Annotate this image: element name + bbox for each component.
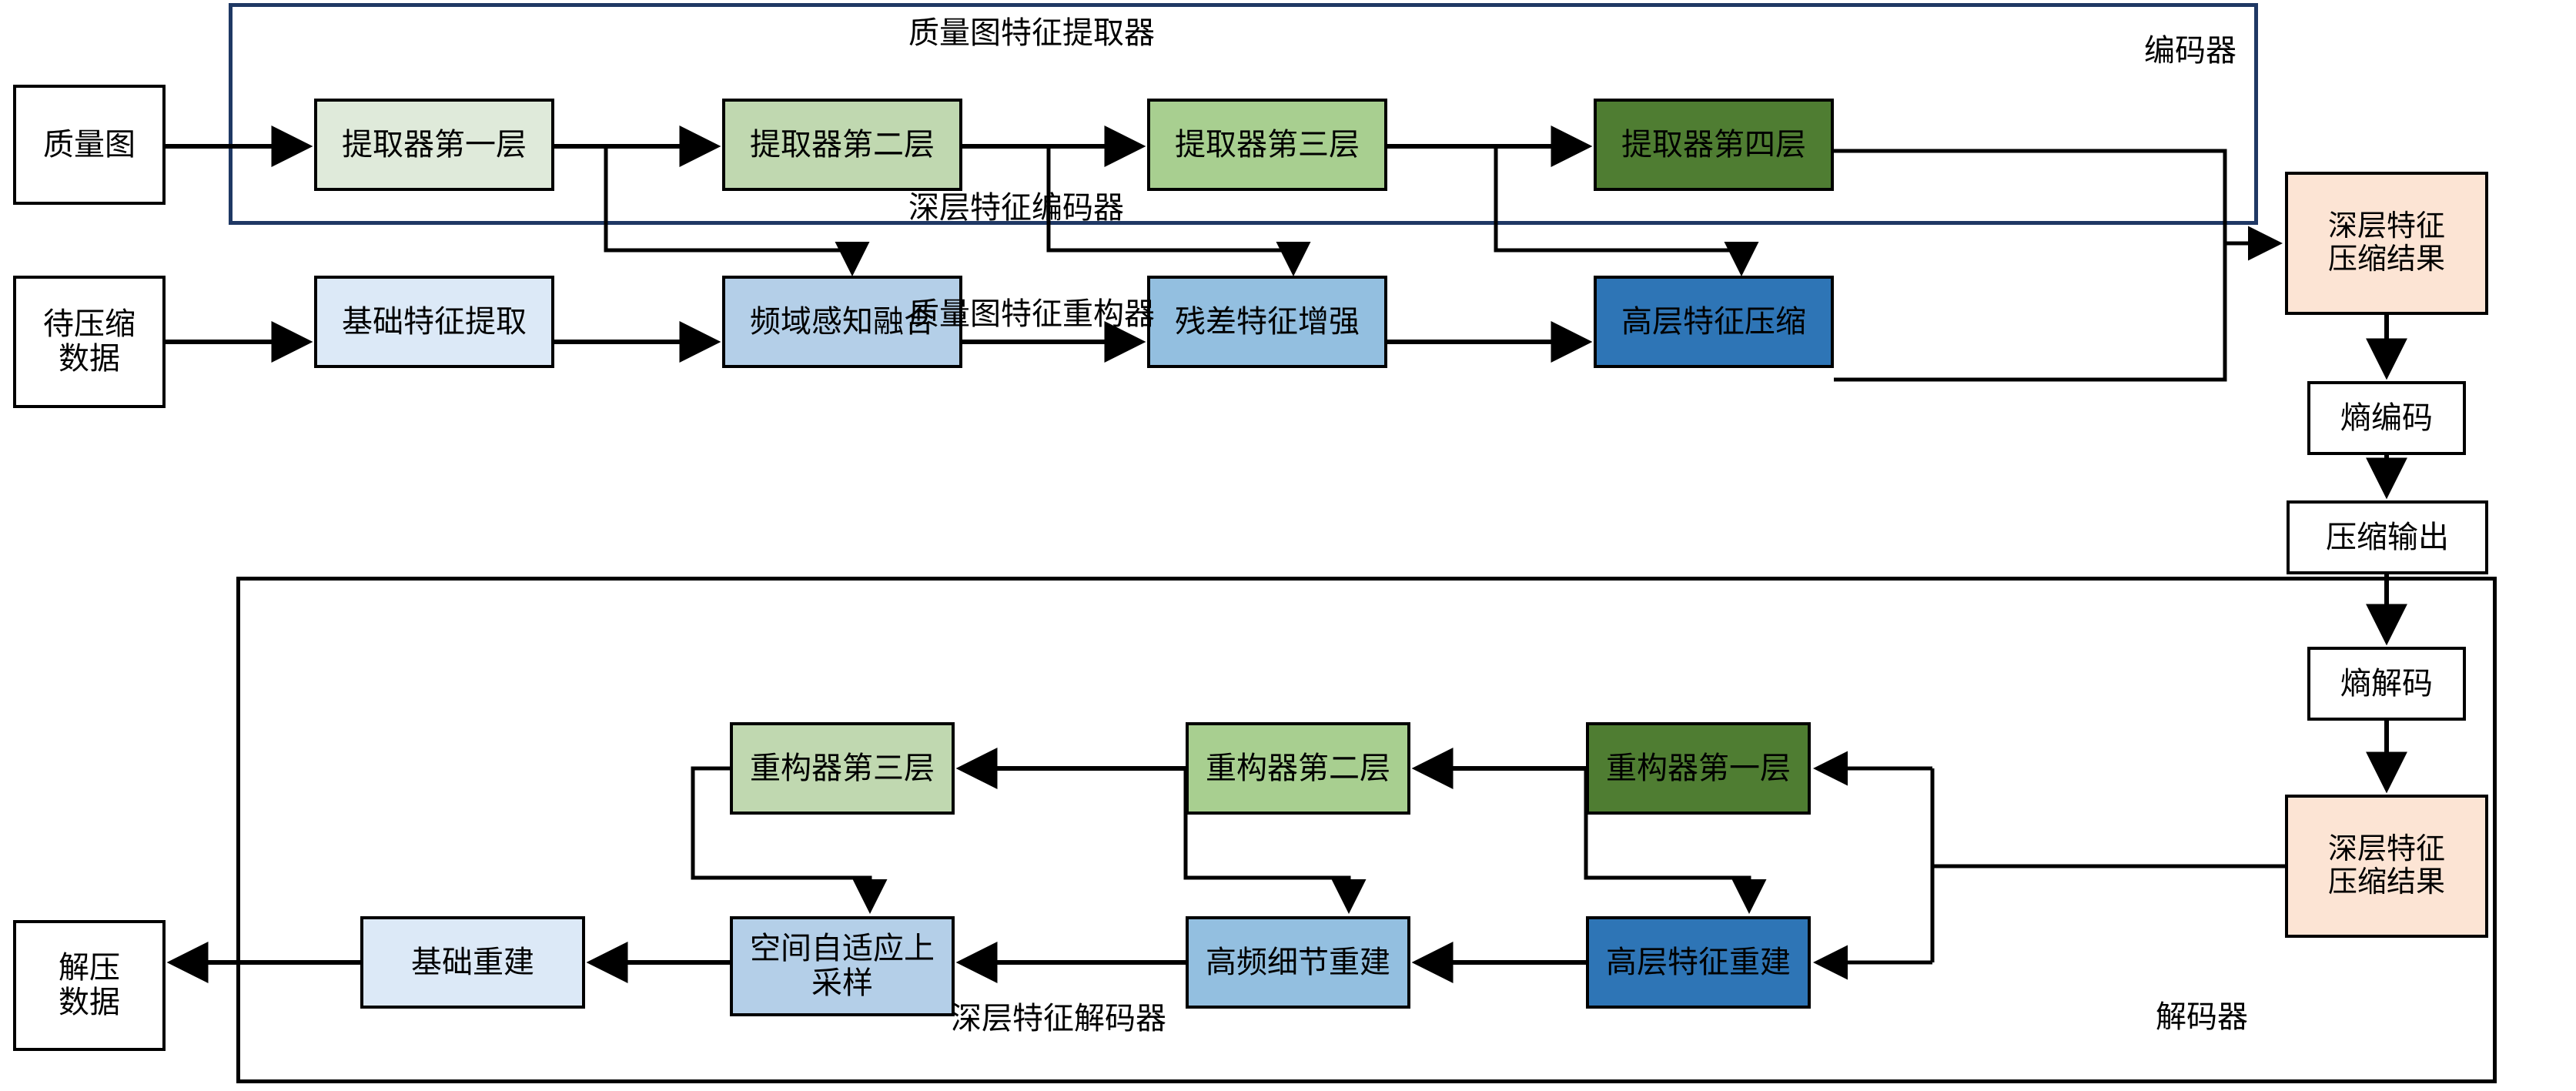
extractor-layer-2[interactable]: 提取器第二层 <box>722 99 962 191</box>
label-decoder: 解码器 <box>2156 999 2248 1034</box>
label-quality-map-feature-extractor: 质量图特征提取器 <box>908 15 1155 50</box>
label-deep-feature-encoder: 深层特征编码器 <box>908 190 1124 225</box>
output-decompressed-data[interactable]: 解压 数据 <box>13 920 166 1051</box>
high-freq-detail-reconstruction[interactable]: 高频细节重建 <box>1186 916 1410 1009</box>
entropy-decoding[interactable]: 熵解码 <box>2307 647 2466 721</box>
deep-feature-compressed-result-encoder[interactable]: 深层特征 压缩结果 <box>2285 172 2488 315</box>
extractor-layer-4[interactable]: 提取器第四层 <box>1594 99 1834 191</box>
input-data-to-compress[interactable]: 待压缩 数据 <box>13 276 166 408</box>
base-reconstruction[interactable]: 基础重建 <box>360 916 585 1009</box>
compressed-output[interactable]: 压缩输出 <box>2287 500 2488 574</box>
high-level-feature-compression[interactable]: 高层特征压缩 <box>1594 276 1834 368</box>
extractor-layer-3[interactable]: 提取器第三层 <box>1147 99 1387 191</box>
spatial-adaptive-upsampling[interactable]: 空间自适应上 采样 <box>730 916 955 1016</box>
high-level-feature-reconstruction[interactable]: 高层特征重建 <box>1586 916 1811 1009</box>
residual-feature-enhancement[interactable]: 残差特征增强 <box>1147 276 1387 368</box>
reconstructor-layer-1[interactable]: 重构器第一层 <box>1586 722 1811 815</box>
freq-domain-perception-fusion[interactable]: 频域感知融合 <box>722 276 962 368</box>
wire-highcomp-merge <box>1834 243 2227 382</box>
deep-feature-compressed-result-decoder[interactable]: 深层特征 压缩结果 <box>2285 795 2488 938</box>
input-quality-map[interactable]: 质量图 <box>13 85 166 205</box>
reconstructor-layer-3[interactable]: 重构器第三层 <box>730 722 955 815</box>
extractor-layer-1[interactable]: 提取器第一层 <box>314 99 554 191</box>
entropy-encoding[interactable]: 熵编码 <box>2307 381 2466 455</box>
decoder-panel <box>236 577 2497 1083</box>
label-deep-feature-decoder: 深层特征解码器 <box>951 1001 1166 1036</box>
base-feature-extraction[interactable]: 基础特征提取 <box>314 276 554 368</box>
label-quality-map-feature-reconstructor: 质量图特征重构器 <box>908 296 1155 331</box>
reconstructor-layer-2[interactable]: 重构器第二层 <box>1186 722 1410 815</box>
label-encoder: 编码器 <box>2144 33 2236 68</box>
